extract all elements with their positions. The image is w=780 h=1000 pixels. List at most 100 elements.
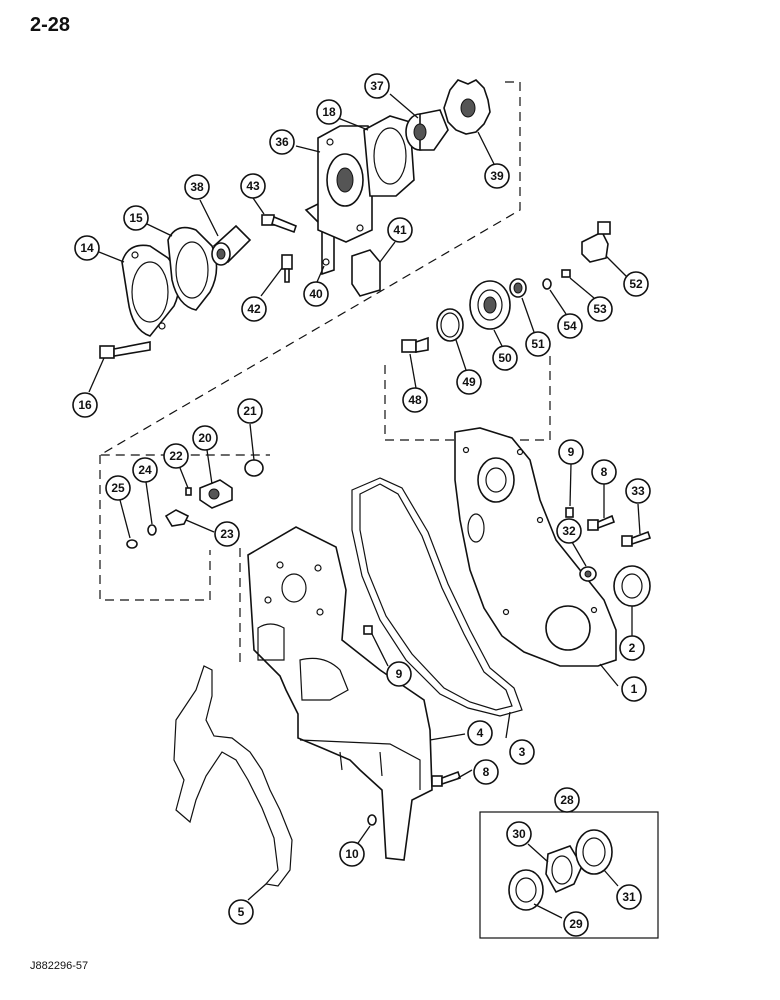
callout-15: 15: [123, 205, 149, 231]
sender-48: [401, 336, 429, 353]
callout-53: 53: [587, 296, 613, 322]
svg-text:40: 40: [309, 287, 323, 301]
callout-33: 33: [625, 478, 651, 504]
screw-22: [185, 487, 192, 496]
svg-text:18: 18: [322, 105, 336, 119]
svg-text:2: 2: [629, 641, 636, 655]
svg-text:3: 3: [519, 745, 526, 759]
svg-text:51: 51: [531, 337, 545, 351]
callout-24: 24: [132, 457, 158, 483]
cover-plate-14: [121, 244, 180, 337]
sleeve-30: [545, 845, 583, 894]
svg-text:33: 33: [631, 484, 645, 498]
fitting-23: [164, 509, 190, 527]
callout-50: 50: [492, 345, 518, 371]
bolt-16: [99, 341, 151, 359]
callout-52: 52: [623, 271, 649, 297]
svg-text:53: 53: [593, 302, 607, 316]
callout-36: 36: [269, 129, 295, 155]
gasket-15: [167, 226, 218, 311]
callout-4: 4: [467, 720, 493, 746]
callout-31: 31: [616, 884, 642, 910]
callout-3: 3: [509, 739, 535, 765]
svg-text:48: 48: [408, 393, 422, 407]
svg-text:14: 14: [80, 241, 94, 255]
nut-32: [579, 566, 597, 582]
bolt-33: [621, 530, 652, 547]
svg-text:41: 41: [393, 223, 407, 237]
svg-text:52: 52: [629, 277, 643, 291]
svg-text:16: 16: [78, 398, 92, 412]
sleeve-38: [211, 224, 252, 266]
svg-text:4: 4: [477, 726, 484, 740]
callout-39: 39: [484, 163, 510, 189]
svg-text:5: 5: [238, 905, 245, 919]
svg-text:9: 9: [568, 445, 575, 459]
svg-text:39: 39: [490, 169, 504, 183]
seal-2: [613, 565, 651, 607]
callout-41: 41: [387, 217, 413, 243]
seal-31: [575, 829, 613, 875]
front-plate-4: [247, 526, 433, 861]
figure-code: J882296-57: [30, 960, 89, 972]
callout-49: 49: [456, 369, 482, 395]
callout-9-upper: 9: [558, 439, 584, 465]
callout-23: 23: [214, 521, 240, 547]
block-41: [351, 249, 381, 297]
bolt-8-lower: [431, 770, 462, 787]
callout-38: 38: [184, 174, 210, 200]
svg-text:49: 49: [462, 375, 476, 389]
svg-text:8: 8: [483, 765, 490, 779]
svg-text:25: 25: [111, 481, 125, 495]
callout-51: 51: [525, 331, 551, 357]
callout-20: 20: [192, 425, 218, 451]
callout-30: 30: [506, 821, 532, 847]
svg-text:23: 23: [220, 527, 234, 541]
callout-42: 42: [241, 296, 267, 322]
elbow-fitting-52: [581, 221, 611, 263]
washer-24: [147, 524, 157, 536]
callout-2: 2: [619, 635, 645, 661]
callout-37: 37: [364, 73, 390, 99]
plug-25: [126, 539, 138, 549]
callout-10: 10: [339, 841, 365, 867]
svg-text:9: 9: [396, 667, 403, 681]
callout-9-lower: 9: [386, 661, 412, 687]
callout-21: 21: [237, 398, 263, 424]
callout-40: 40: [303, 281, 329, 307]
screw-9-upper: [565, 507, 574, 518]
gasket-18: [363, 115, 415, 197]
gear-39: [443, 79, 491, 135]
svg-text:32: 32: [562, 524, 576, 538]
washer-51: [509, 278, 527, 298]
svg-text:10: 10: [345, 847, 359, 861]
svg-text:24: 24: [138, 463, 152, 477]
callout-43: 43: [240, 173, 266, 199]
svg-text:38: 38: [190, 180, 204, 194]
callout-5: 5: [228, 899, 254, 925]
o-ring-21: [244, 459, 264, 477]
seal-50: [469, 280, 511, 330]
svg-text:21: 21: [243, 404, 257, 418]
left-group-boundary: [99, 455, 241, 668]
bolt-43: [261, 214, 297, 234]
plug-53: [561, 269, 571, 278]
callout-14: 14: [74, 235, 100, 261]
svg-text:43: 43: [246, 179, 260, 193]
flange-20: [199, 479, 233, 509]
housing-36: [317, 125, 373, 243]
callout-8-lower: 8: [473, 759, 499, 785]
svg-text:50: 50: [498, 351, 512, 365]
gear-cover-1: [454, 427, 617, 667]
stud-42: [281, 254, 293, 283]
page-number: 2-28: [30, 14, 71, 36]
svg-text:1: 1: [631, 682, 638, 696]
callout-54: 54: [557, 313, 583, 339]
screw-9-lower: [363, 625, 373, 635]
svg-text:30: 30: [512, 827, 526, 841]
svg-text:36: 36: [275, 135, 289, 149]
o-ring-49: [436, 308, 464, 342]
gasket-3: [351, 477, 523, 717]
dowel-10: [367, 814, 377, 826]
